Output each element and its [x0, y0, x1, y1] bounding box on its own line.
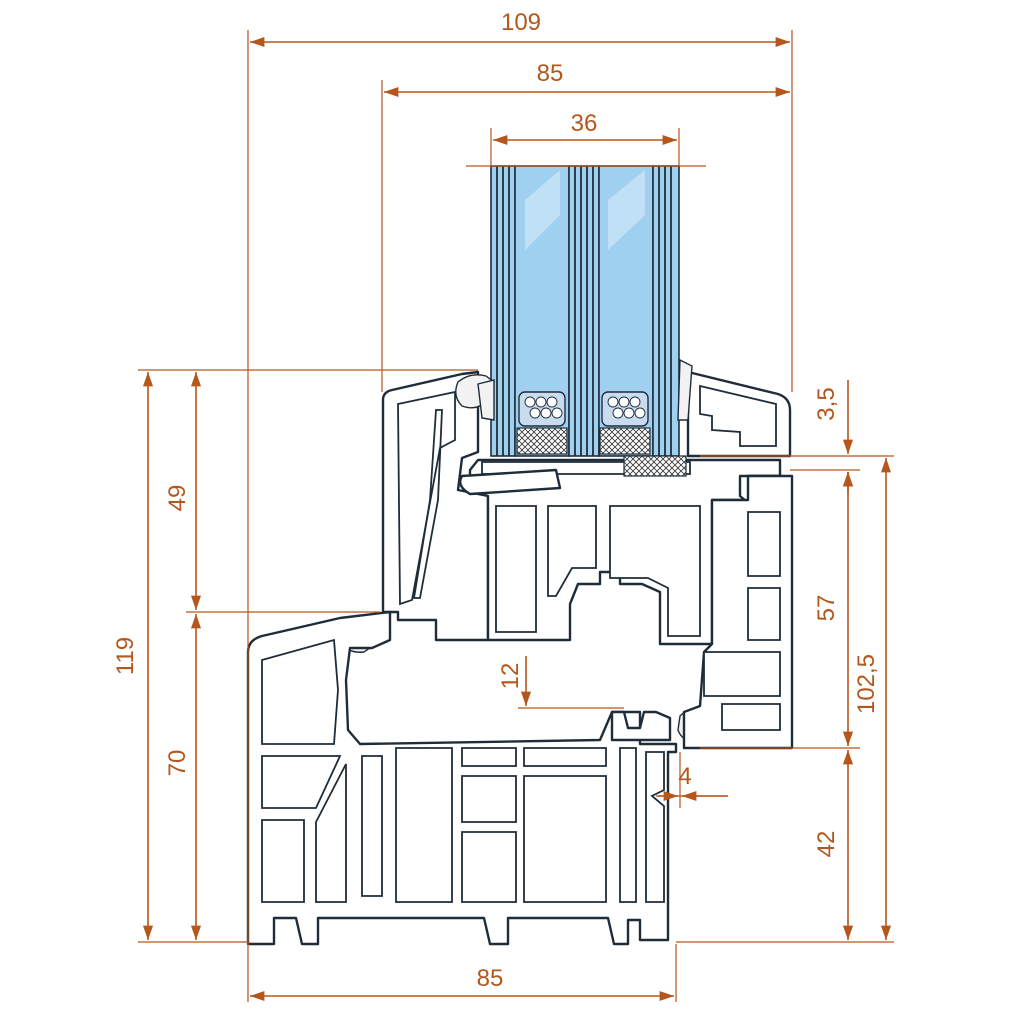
- dimension-lines: [138, 30, 894, 1002]
- dim-57-label: 57: [813, 595, 840, 622]
- dimension-labels: 109 85 36 119 49 70 3,5 57 102,5 42 12 4…: [112, 9, 880, 992]
- dim-85-top-label: 85: [537, 60, 564, 87]
- dim-3-5-label: 3,5: [813, 387, 840, 420]
- dim-85-bottom-label: 85: [477, 965, 504, 992]
- dim-42-label: 42: [813, 831, 840, 858]
- glazing-unit: [490, 165, 680, 457]
- dim-102-5-label: 102,5: [853, 654, 880, 714]
- dim-70-label: 70: [164, 750, 191, 777]
- sash-profile: [381, 370, 792, 646]
- dim-49-label: 49: [164, 485, 191, 512]
- dim-36-label: 36: [571, 110, 598, 137]
- dim-119-label: 119: [112, 637, 139, 675]
- dim-109-label: 109: [501, 9, 541, 36]
- dim-12-label: 12: [497, 663, 524, 690]
- frame-profile: [246, 474, 794, 946]
- dim-4-label: 4: [678, 763, 691, 790]
